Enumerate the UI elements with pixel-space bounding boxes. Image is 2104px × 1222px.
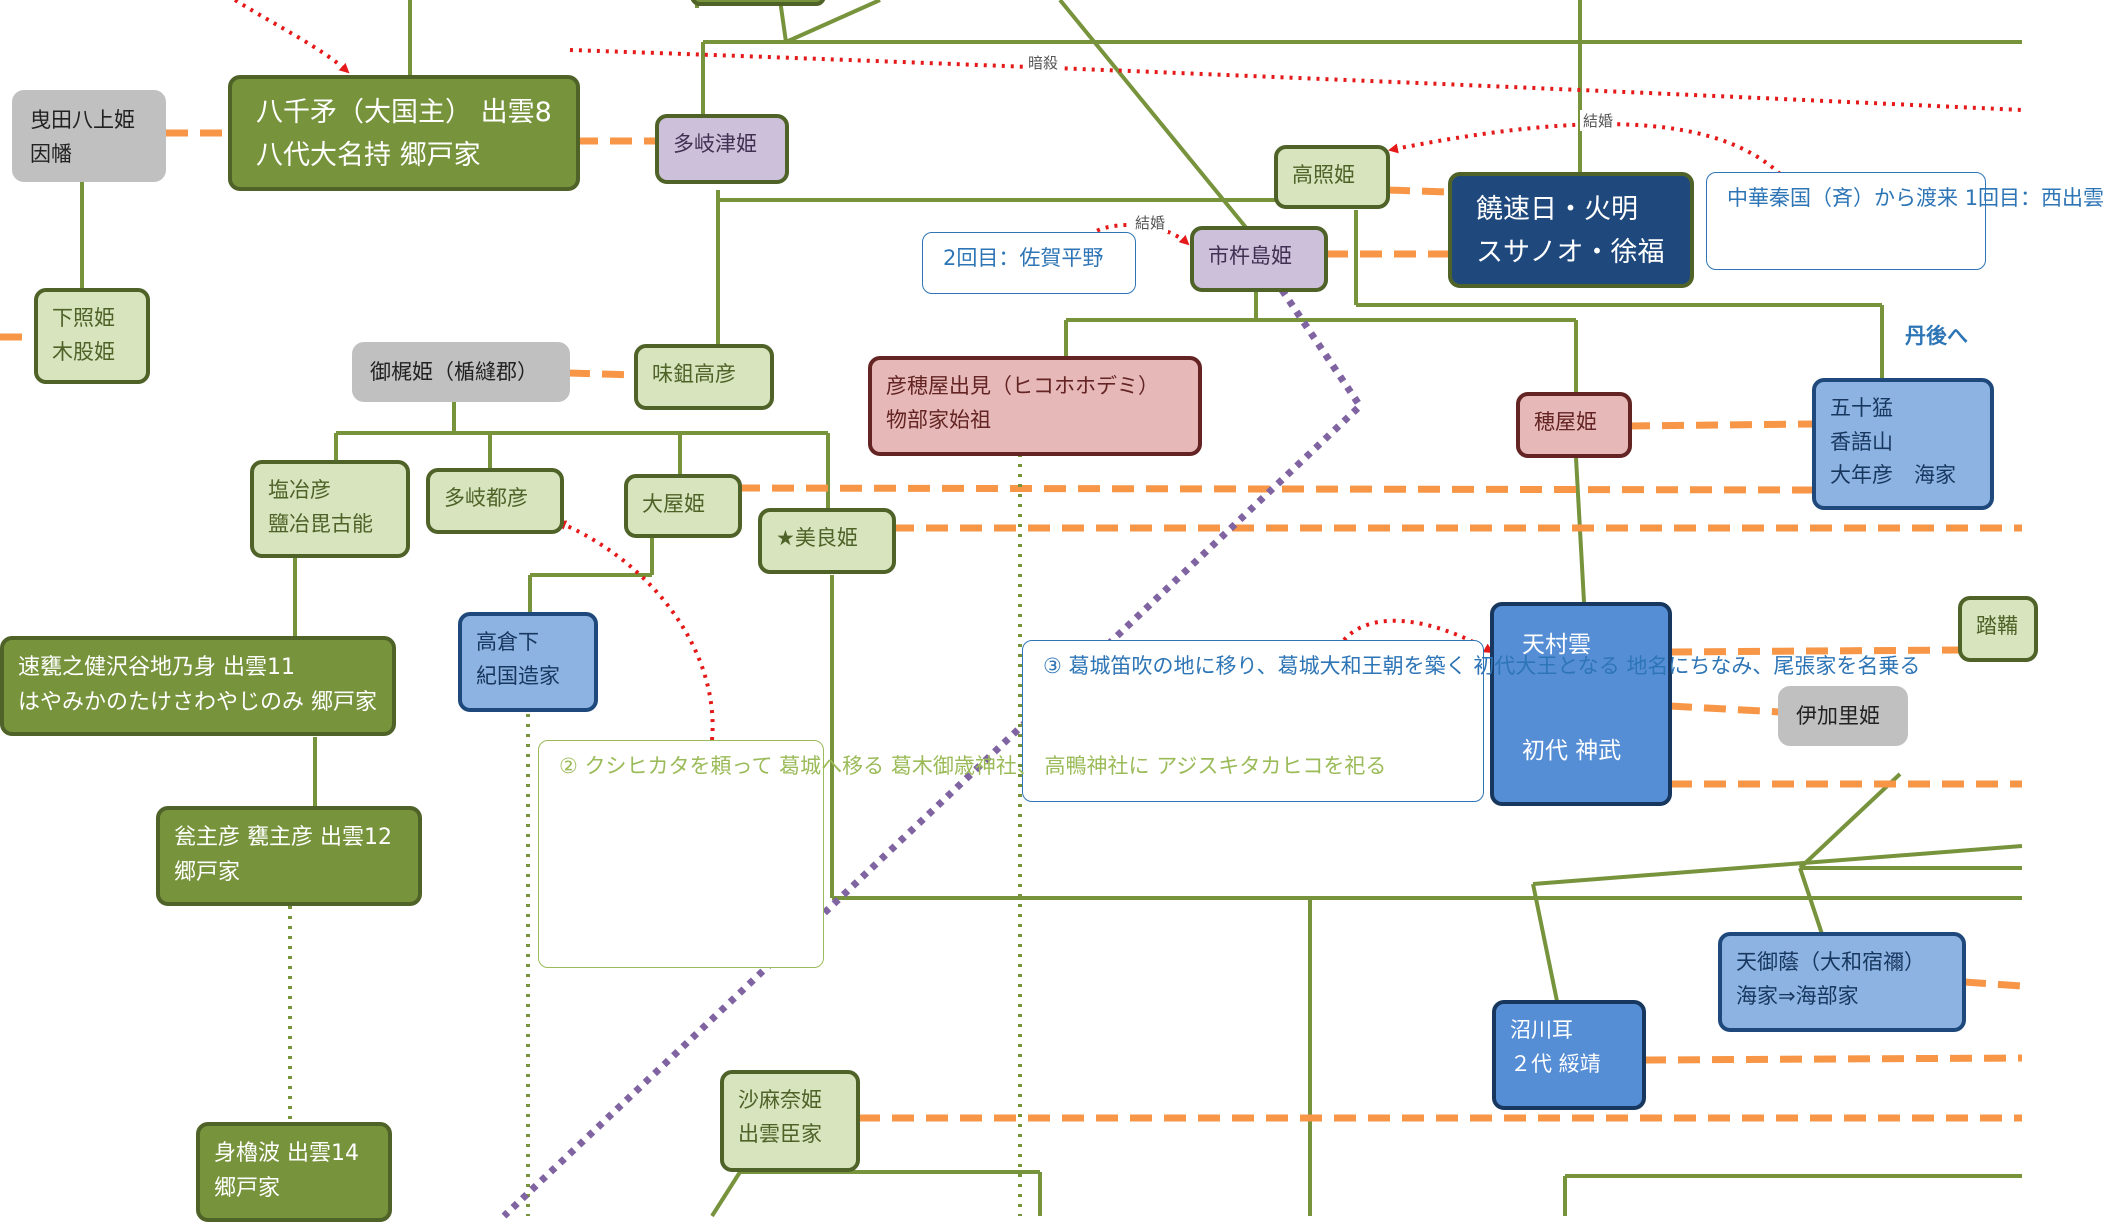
node-ichikishima[interactable]: 市杵島姫	[1190, 226, 1328, 292]
node-ajisuki[interactable]: 味鉏高彦	[634, 344, 774, 410]
node-line: 香語山	[1830, 429, 1893, 454]
node-hayamika[interactable]: 速甕之健沢谷地乃身 出雲11 はやみかのたけさわやじのみ 郷戸家	[0, 636, 396, 736]
node-oya[interactable]: 大屋姫	[624, 474, 742, 538]
node-line: 多岐都彦	[444, 486, 528, 510]
node-mera[interactable]: ★美良姫	[758, 508, 896, 574]
node-line: 饒速日・火明	[1476, 194, 1638, 225]
node-line: 木股姫	[52, 339, 115, 364]
note-line: アジスキタカヒコを祀る	[1156, 754, 1387, 778]
node-line: 大年彦 海家	[1830, 463, 1956, 488]
node-line: 高照姫	[1292, 163, 1355, 187]
node-shitateru[interactable]: 下照姫 木股姫	[34, 288, 150, 384]
node-mikaji[interactable]: 御梶姫（楯縫郡）	[352, 342, 570, 402]
note-line: 中華秦国（斉）から渡来	[1727, 186, 1958, 210]
node-line: 下照姫	[52, 306, 115, 330]
node-line: スサノオ・徐福	[1476, 237, 1665, 269]
node-line: 味鉏高彦	[652, 362, 736, 386]
node-line: 沙麻奈姫	[738, 1088, 822, 1112]
lineage-lines	[80, 0, 2023, 1218]
node-samana[interactable]: 沙麻奈姫 出雲臣家	[720, 1070, 860, 1172]
node-takitsu[interactable]: 多岐津姫	[655, 114, 789, 184]
note-line: 葛木御歳神社、	[890, 754, 1038, 778]
node-line: 曳田八上姫	[30, 108, 135, 132]
note-china: 中華秦国（斉）から渡来 1回目：西出雲	[1706, 172, 2104, 270]
node-line: 天御蔭（大和宿禰）	[1736, 950, 1925, 974]
node-shiyahiko[interactable]: 塩冶彦 鹽冶毘古能	[250, 460, 410, 558]
node-line: 八千矛（大国主） 出雲8	[256, 97, 552, 128]
note-kusahika: ② クシヒカタを頼って 葛城へ移る 葛木御歳神社、 高鴨神社に アジスキタカヒコ…	[538, 740, 1386, 968]
node-line: 高倉下	[476, 630, 539, 654]
node-amanohoshi[interactable]: 天御蔭（大和宿禰） 海家⇒海部家	[1718, 932, 1966, 1032]
node-line: 郷戸家	[214, 1176, 281, 1202]
node-line: 穂屋姫	[1534, 410, 1597, 434]
partial-node	[690, 0, 826, 6]
descent-dots	[288, 454, 1022, 1216]
node-line: 八代大名持 郷戸家	[256, 140, 481, 172]
node-line: 海家⇒海部家	[1736, 983, 1859, 1008]
event-lines	[233, 0, 2023, 741]
node-line: 市杵島姫	[1208, 244, 1292, 268]
marriage-label: 結婚	[1132, 212, 1169, 233]
node-line: はやみかのたけさわやじのみ 郷戸家	[18, 690, 377, 716]
marriage-label: 結婚	[1580, 110, 1617, 131]
node-ikari[interactable]: 伊加里姫	[1778, 686, 1908, 746]
node-line: 天村雲	[1522, 632, 1591, 658]
node-nunakawa[interactable]: 沼川耳 ２代 綏靖	[1492, 1000, 1646, 1110]
note-line: 初代大王となる	[1473, 654, 1620, 678]
relation-dashes	[0, 129, 2023, 1122]
node-line: 五十猛	[1830, 396, 1893, 420]
node-isotake[interactable]: 五十猛 香語山 大年彦 海家	[1812, 378, 1994, 510]
node-takateru[interactable]: 高照姫	[1274, 145, 1390, 209]
tango-label: 丹後へ	[1905, 324, 1968, 348]
node-line: 紀国造家	[476, 663, 560, 688]
node-line: 伊加里姫	[1796, 704, 1880, 728]
note-line: ②	[559, 754, 578, 778]
node-mirohana[interactable]: 身櫓波 出雲14 郷戸家	[196, 1122, 392, 1222]
note-katsuragi: ③ 葛城笛吹の地に移り、葛城大和王朝を築く 初代大王となる 地名にちなみ、尾張家…	[1022, 640, 1920, 802]
node-line: 多岐津姫	[673, 132, 757, 156]
node-line: 身櫓波 出雲14	[214, 1141, 359, 1166]
node-tatara[interactable]: 踏鞴	[1958, 596, 2038, 662]
note-line: 葛城へ移る	[779, 754, 885, 778]
note-line: 葛城笛吹の地に移り、葛城大和王朝を築く	[1068, 654, 1467, 678]
node-yakami[interactable]: 曳田八上姫 因幡	[12, 90, 166, 182]
note-line: ③	[1043, 654, 1062, 678]
node-mikanushi[interactable]: 瓮主彦 甕主彦 出雲12 郷戸家	[156, 806, 422, 906]
node-yachihoko[interactable]: 八千矛（大国主） 出雲8 八代大名持 郷戸家	[228, 75, 580, 191]
node-line: 瓮主彦 甕主彦 出雲12	[174, 825, 392, 850]
note-saga: 2回目：佐賀平野	[922, 232, 1136, 294]
node-takakuraji[interactable]: 高倉下 紀国造家	[458, 612, 598, 712]
node-takitsuhiko[interactable]: 多岐都彦	[426, 468, 564, 534]
node-nigihayahi[interactable]: 饒速日・火明 スサノオ・徐福	[1448, 172, 1694, 288]
note-line: 高鴨神社に	[1044, 754, 1150, 778]
node-line: 郷戸家	[174, 860, 241, 886]
node-line: 彦穂屋出見（ヒコホホデミ）	[886, 374, 1159, 398]
node-line: ★美良姫	[776, 526, 858, 550]
note-line: 2回目：佐賀平野	[943, 246, 1104, 270]
node-line: 大屋姫	[642, 492, 705, 516]
node-line: 初代 神武	[1522, 738, 1622, 764]
note-line: 1回目：西出雲	[1964, 186, 2104, 210]
note-line: 地名にちなみ、尾張家を名乗る	[1626, 654, 1921, 678]
assassination-label: 暗殺	[1025, 52, 1062, 73]
node-line: 踏鞴	[1976, 614, 2018, 638]
node-line: 速甕之健沢谷地乃身 出雲11	[18, 655, 295, 680]
node-line: 御梶姫（楯縫郡）	[370, 360, 538, 384]
note-line: クシヒカタを頼って	[584, 754, 773, 778]
node-line: 因幡	[30, 141, 72, 166]
node-line: 鹽冶毘古能	[268, 511, 373, 536]
node-line: 塩冶彦	[268, 478, 331, 502]
node-hoya[interactable]: 穂屋姫	[1516, 392, 1632, 458]
node-line: 出雲臣家	[738, 1121, 822, 1146]
node-line: 沼川耳	[1510, 1018, 1573, 1042]
node-line: ２代 綏靖	[1510, 1051, 1601, 1076]
node-line: 物部家始祖	[886, 407, 991, 432]
node-hikohohode[interactable]: 彦穂屋出見（ヒコホホデミ） 物部家始祖	[868, 356, 1202, 456]
node-amanomurakumo[interactable]: 天村雲 初代 神武	[1490, 602, 1672, 806]
